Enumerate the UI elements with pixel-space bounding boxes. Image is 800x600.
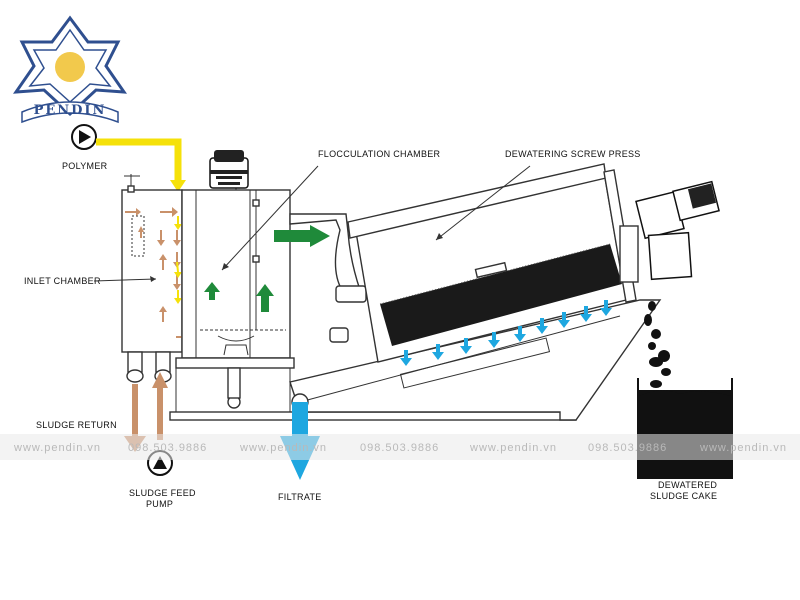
polymer-flow-arrowhead xyxy=(170,180,186,192)
gear-motor-icon xyxy=(635,180,720,281)
label-sludge-return: SLUDGE RETURN xyxy=(36,420,117,430)
label-flocculation-chamber: FLOCCULATION CHAMBER xyxy=(318,149,441,159)
logo-sun-icon xyxy=(55,52,85,82)
floc-green-arrows xyxy=(204,225,330,312)
sludge-lines xyxy=(124,372,168,452)
overflow-chute xyxy=(289,213,367,343)
pendin-logo: PENDIN xyxy=(12,15,128,124)
label-sludge-feed-pump-1: SLUDGE FEED xyxy=(129,488,196,498)
label-polymer: POLYMER xyxy=(62,161,108,171)
inlet-sludge-arrows xyxy=(125,207,194,342)
polymer-flow-line xyxy=(96,138,182,182)
label-dewatered-2: SLUDGE CAKE xyxy=(650,491,717,501)
watermark-phone-2: 098.503.9886 xyxy=(360,442,439,454)
watermark-band: www.pendin.vn 098.503.9886 www.pendin.vn… xyxy=(0,434,800,460)
polymer-pump-icon xyxy=(71,124,97,150)
label-sludge-feed-pump-2: PUMP xyxy=(146,499,173,509)
sludge-cake-drops xyxy=(644,301,671,388)
watermark-phone-1: 098.503.9886 xyxy=(128,442,207,454)
machine-frame xyxy=(169,299,662,421)
flocculation-chamber xyxy=(181,180,291,359)
watermark-website-1: www.pendin.vn xyxy=(13,442,101,454)
label-filtrate: FILTRATE xyxy=(278,492,322,502)
label-inlet-chamber: INLET CHAMBER xyxy=(24,276,101,286)
filtrate-drip-arrows xyxy=(400,300,612,366)
sludge-cake-bin xyxy=(637,378,733,479)
label-dewatering-screw-press: DEWATERING SCREW PRESS xyxy=(505,149,641,159)
screw-press-body xyxy=(347,163,639,389)
watermark-phone-3: 098.503.9886 xyxy=(588,442,667,454)
label-dewatered-1: DEWATERED xyxy=(658,480,717,490)
watermark-website-4: www.pendin.vn xyxy=(699,442,787,454)
motor-icon xyxy=(209,150,249,189)
watermark-website-2: www.pendin.vn xyxy=(239,442,327,454)
watermark-website-3: www.pendin.vn xyxy=(469,442,557,454)
brand-name: PENDIN xyxy=(34,103,107,118)
